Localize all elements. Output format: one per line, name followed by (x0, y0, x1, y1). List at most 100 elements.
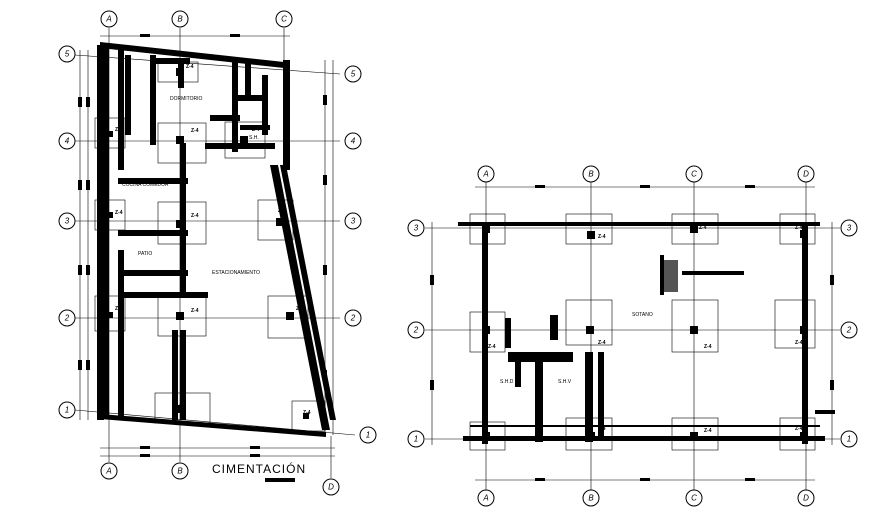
row-bubble-right-2: 2 (840, 321, 858, 339)
svg-text:1: 1 (414, 435, 418, 444)
right-footings (469, 213, 816, 451)
right-interior-walls (505, 255, 835, 442)
right-footing-columns (482, 225, 808, 440)
footing-tag: Z-4 (482, 435, 490, 441)
footing-tag: Z-4 (704, 428, 712, 434)
row-bubble-right-3: 3 (344, 212, 362, 230)
svg-text:4: 4 (351, 137, 356, 146)
left-footing-tags: Z-4 Z-4 Z-4 Z-4 Z-4 Z-4 Z-4 Z-4 Z-4 Z-4 … (115, 64, 311, 416)
svg-text:D: D (803, 170, 809, 179)
axis-bubble-top-A: A (100, 10, 118, 28)
left-footing-columns (107, 68, 309, 419)
svg-text:C: C (691, 170, 697, 179)
right-dimension-ticks (430, 185, 834, 481)
title-underline (265, 478, 295, 482)
axis-bubble-bottom-C: C (685, 489, 703, 507)
svg-text:2: 2 (846, 326, 852, 335)
axis-bubble-bottom-B: B (582, 489, 600, 507)
left-room-labels: DORMITORIO COCINA COMEDOR PATIO ESTACION… (122, 96, 260, 276)
footing-tag: Z-4 (598, 426, 606, 432)
footing-tag: Z-4 (303, 410, 311, 416)
footing-tag: Z-4 (795, 340, 803, 346)
footing-tag: Z-4 (186, 64, 194, 70)
axis-bubble-bottom-D: D (322, 478, 340, 496)
svg-text:C: C (691, 494, 697, 503)
axis-bubble-bottom-A: A (100, 462, 118, 480)
right-perimeter-walls (458, 222, 825, 444)
footing-tag: Z-4 (191, 213, 199, 219)
axis-bubble-bottom-A: A (477, 489, 495, 507)
svg-text:D: D (328, 483, 334, 492)
axis-bubble-top-C: C (685, 165, 703, 183)
svg-text:C: C (281, 15, 287, 24)
row-bubble-right-3: 3 (840, 219, 858, 237)
footing-tag: Z-4 (704, 344, 712, 350)
room-label: ESTACIONAMIENTO (212, 270, 260, 276)
row-bubble-left-5: 5 (58, 45, 76, 63)
svg-text:2: 2 (350, 314, 356, 323)
svg-text:4: 4 (65, 137, 70, 146)
svg-text:A: A (482, 170, 488, 179)
svg-text:A: A (105, 15, 111, 24)
svg-text:1: 1 (366, 431, 370, 440)
svg-text:5: 5 (351, 70, 356, 79)
svg-text:1: 1 (65, 406, 69, 415)
footing-tag: Z-4 (482, 226, 490, 232)
footing-tag: Z-4 (174, 403, 182, 409)
footing-tag: Z-4 (278, 208, 286, 214)
left-footings (94, 61, 326, 432)
row-bubble-left-1: 1 (407, 430, 425, 448)
row-bubble-left-4: 4 (58, 132, 76, 150)
row-bubble-right-1: 1 (359, 426, 377, 444)
row-bubble-right-2: 2 (344, 309, 362, 327)
footing-tag: Z-4 (488, 344, 496, 350)
row-bubble-left-2: 2 (58, 309, 76, 327)
room-label: SOTANO (632, 312, 653, 318)
axis-bubble-top-C: C (275, 10, 293, 28)
svg-text:B: B (177, 467, 183, 476)
footing-tag: Z-4 (296, 306, 304, 312)
row-bubble-left-1: 1 (58, 401, 76, 419)
left-foundation-plan: Z-4 Z-4 Z-4 Z-4 Z-4 Z-4 Z-4 Z-4 Z-4 Z-4 … (58, 10, 377, 496)
left-interior-walls (118, 50, 275, 420)
footing-tag: Z-4 (115, 210, 123, 216)
svg-text:2: 2 (413, 326, 419, 335)
room-label: S.H.D (500, 379, 514, 385)
axis-bubble-bottom-B: B (171, 462, 189, 480)
svg-text:1: 1 (847, 435, 851, 444)
axis-bubble-top-B: B (171, 10, 189, 28)
footing-tag: Z-4 (115, 306, 123, 312)
svg-text:3: 3 (65, 217, 70, 226)
row-bubble-left-3: 3 (407, 219, 425, 237)
axis-bubble-top-B: B (582, 165, 600, 183)
axis-bubble-top-A: A (477, 165, 495, 183)
axis-bubble-top-D: D (797, 165, 815, 183)
room-label: S.H. (249, 135, 259, 141)
right-room-labels: SOTANO S.H.D S.H.V (500, 312, 653, 385)
footing-tag: Z-4 (252, 127, 260, 133)
room-label: DORMITORIO (170, 96, 203, 102)
footing-tag: Z-4 (598, 234, 606, 240)
svg-text:D: D (803, 494, 809, 503)
footing-tag: Z-4 (191, 308, 199, 314)
footing-tag: Z-4 (191, 128, 199, 134)
footing-tag: Z-4 (115, 127, 123, 133)
footing-tag: Z-4 (795, 225, 803, 231)
right-foundation-plan: Z-4 Z-4 Z-4 Z-4 Z-4 Z-4 Z-4 Z-4 Z-4 Z-4 … (407, 165, 858, 507)
svg-text:3: 3 (847, 224, 852, 233)
row-bubble-right-4: 4 (344, 132, 362, 150)
svg-text:B: B (177, 15, 183, 24)
row-bubble-left-3: 3 (58, 212, 76, 230)
svg-text:5: 5 (65, 50, 70, 59)
footing-tag: Z-4 (795, 426, 803, 432)
left-grid-lines (74, 28, 356, 478)
svg-text:B: B (588, 494, 594, 503)
left-dimension-ticks (78, 34, 327, 457)
drawing-title: CIMENTACIÓN (212, 461, 306, 476)
svg-text:A: A (105, 467, 111, 476)
svg-text:B: B (588, 170, 594, 179)
footing-tag: Z-4 (699, 225, 707, 231)
footing-tag: Z-4 (598, 340, 606, 346)
svg-text:A: A (482, 494, 488, 503)
